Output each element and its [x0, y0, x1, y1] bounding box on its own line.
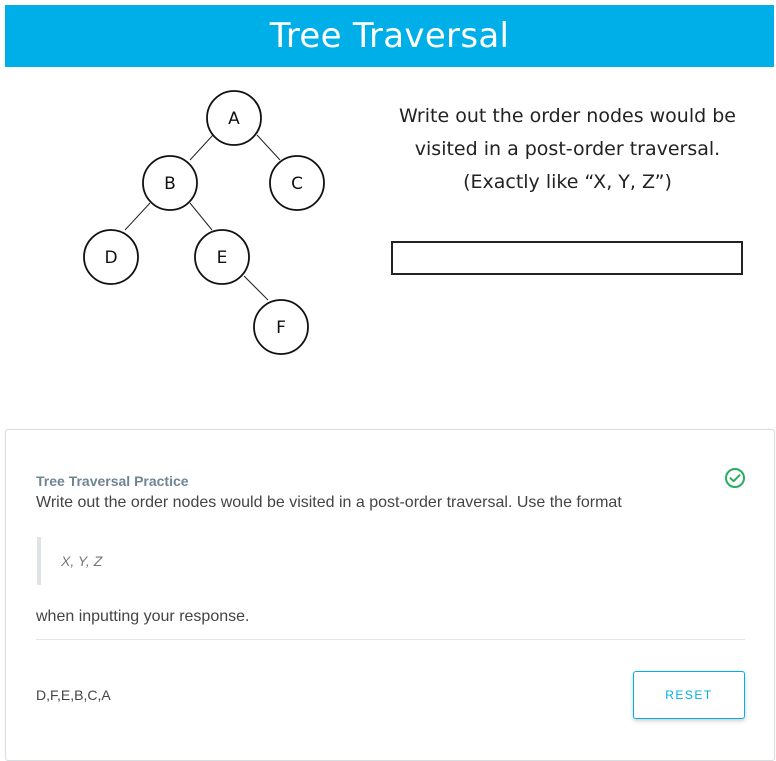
tree-node-b: B	[142, 155, 198, 211]
panel-prompt-end: when inputting your response.	[36, 608, 250, 625]
tree-node-e: E	[194, 229, 250, 285]
instructions-line-2: visited in a post-order traversal.	[414, 138, 721, 160]
tree-node-c-label: C	[291, 174, 303, 194]
instructions-text: Write out the order nodes would be visit…	[385, 100, 750, 199]
edge-e-f	[243, 275, 269, 301]
tree-node-f-label: F	[276, 318, 286, 338]
edge-a-b	[189, 134, 214, 161]
reset-button-label: RESET	[665, 688, 713, 702]
format-example: X, Y, Z	[37, 537, 102, 585]
instructions-line-1: Write out the order nodes would be	[399, 105, 736, 127]
panel-heading: Tree Traversal Practice	[36, 473, 189, 489]
format-example-text: X, Y, Z	[61, 553, 103, 569]
submitted-response: D,F,E,B,C,A	[36, 687, 111, 703]
title-banner: Tree Traversal	[5, 5, 774, 67]
divider	[36, 639, 745, 640]
binary-tree-diagram: A B C D E F	[83, 90, 325, 355]
panel-prompt: Write out the order nodes would be visit…	[36, 494, 622, 511]
tree-node-c: C	[269, 155, 325, 211]
edge-b-e	[189, 202, 213, 231]
practice-panel: Tree Traversal Practice Write out the or…	[5, 429, 775, 761]
page-title: Tree Traversal	[269, 16, 510, 56]
edge-a-c	[256, 134, 281, 161]
tree-node-f: F	[253, 299, 309, 355]
tree-node-a: A	[206, 90, 262, 146]
tree-node-d: D	[83, 229, 139, 285]
instructions-line-3: (Exactly like “X, Y, Z”)	[463, 171, 672, 193]
check-circle-icon	[725, 468, 745, 488]
tree-node-e-label: E	[217, 248, 228, 268]
tree-node-b-label: B	[164, 174, 176, 194]
tree-node-a-label: A	[228, 109, 240, 129]
reset-button[interactable]: RESET	[633, 671, 745, 719]
edge-b-d	[124, 202, 151, 231]
answer-input[interactable]	[391, 241, 743, 275]
tree-node-d-label: D	[104, 248, 117, 268]
